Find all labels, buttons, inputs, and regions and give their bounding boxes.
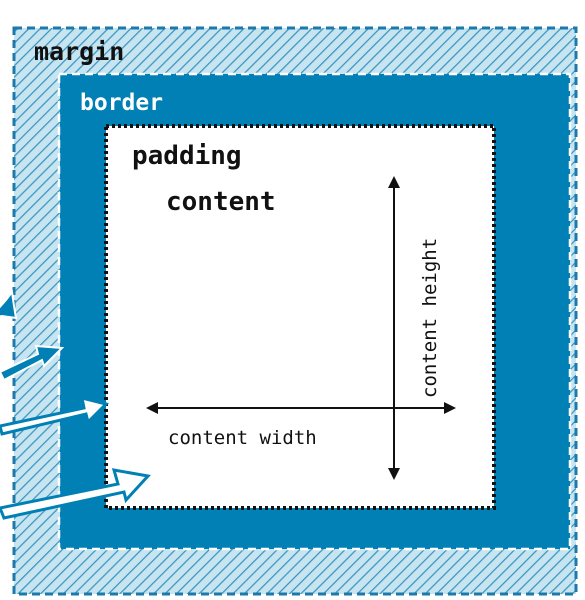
pointer-arrow-content <box>0 468 151 520</box>
padding-region <box>106 126 494 508</box>
border-inner-dashed-outline <box>57 72 572 551</box>
content-label: content <box>166 187 276 217</box>
margin-label: margin <box>34 37 124 66</box>
content-height-label: content height <box>419 238 441 398</box>
pointer-arrow-padding <box>0 395 109 436</box>
border-label: border <box>80 90 163 116</box>
content-width-arrow <box>146 402 456 414</box>
pointer-arrow-margin <box>0 289 18 320</box>
padding-dotted-outline <box>104 124 496 510</box>
pointer-arrow-border <box>0 344 65 382</box>
padding-label: padding <box>132 141 242 171</box>
content-height-arrow <box>388 176 400 480</box>
content-width-label: content width <box>168 427 317 449</box>
